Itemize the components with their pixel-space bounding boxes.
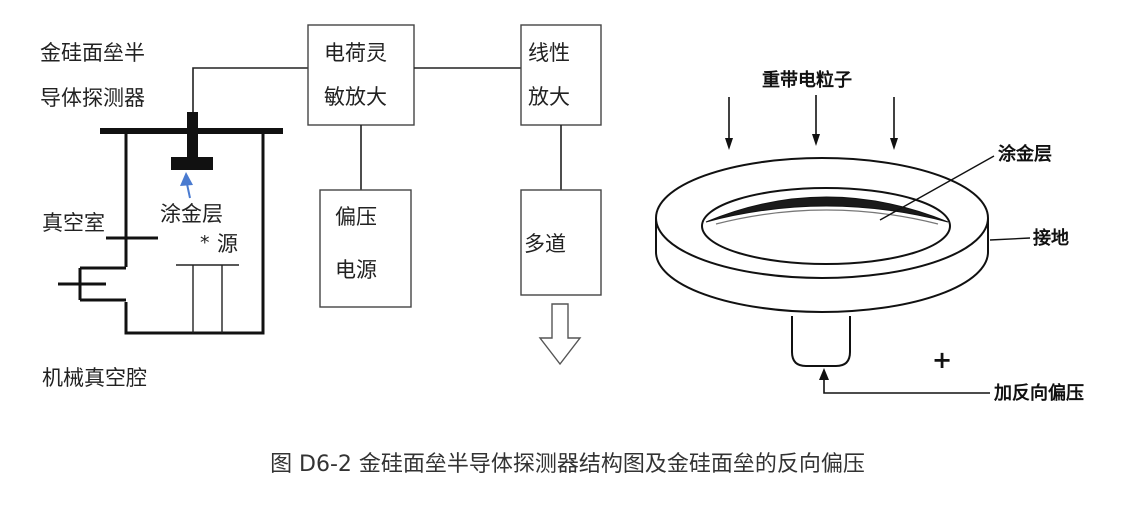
gold-coating-band xyxy=(705,196,949,223)
particles-label: 重带电粒子 xyxy=(762,69,852,91)
multichannel-label: 多道 xyxy=(524,232,566,256)
bias-supply-line1: 偏压 xyxy=(335,205,377,229)
detector-stem xyxy=(187,112,198,164)
charge-amplifier-line2: 敏放大 xyxy=(324,85,387,109)
particle-arrow-2-icon xyxy=(812,95,820,146)
vacuum-chamber-label: 真空室 xyxy=(42,211,105,235)
charge-amplifier-box xyxy=(307,24,415,126)
multichannel-analyzer-box xyxy=(520,189,602,296)
particle-arrow-3-icon xyxy=(890,97,898,150)
output-down-arrow-icon xyxy=(538,303,582,366)
coating-label-left: 涂金层 xyxy=(160,202,223,226)
source-label: 源 xyxy=(217,232,238,256)
particle-arrow-1-icon xyxy=(725,97,733,150)
linear-amplifier-box xyxy=(520,24,602,126)
reverse-bias-arrow-icon xyxy=(819,368,829,380)
detector-label-line2: 导体探测器 xyxy=(40,86,145,110)
detector-label-line1: 金硅面垒半 xyxy=(40,41,145,65)
detector-head xyxy=(171,157,213,170)
figure-caption: 图 D6-2 金硅面垒半导体探测器结构图及金硅面垒的反向偏压 xyxy=(270,452,865,477)
reverse-bias-wire xyxy=(823,378,990,394)
mechanical-chamber-label: 机械真空腔 xyxy=(42,366,147,390)
coating-label-right: 涂金层 xyxy=(998,143,1052,165)
gold-coating-stripe xyxy=(715,209,939,225)
coating-pointer-line xyxy=(879,155,995,221)
bias-supply-line2: 电源 xyxy=(335,258,377,282)
coating-pointer-shaft xyxy=(186,183,191,199)
source-mark: * xyxy=(200,232,210,254)
ground-label: 接地 xyxy=(1033,227,1069,249)
reverse-bias-label: 加反向偏压 xyxy=(993,382,1084,404)
bias-connector xyxy=(791,316,851,367)
detector-to-amp-wire xyxy=(192,67,308,118)
ground-pointer-line xyxy=(989,237,1031,241)
chamber-walls-lower xyxy=(124,134,265,335)
ring-detector-diagram: 重带电粒子 涂金层 接地 + xyxy=(655,69,1084,404)
linear-amplifier-line1: 线性 xyxy=(528,41,570,65)
bias-supply-box xyxy=(319,189,412,308)
linear-amplifier-line2: 放大 xyxy=(528,85,570,109)
source-stand xyxy=(176,264,239,333)
coating-pointer-arrow-icon xyxy=(180,172,193,186)
detector-setup-diagram: 金硅面垒半 导体探测器 真空室 涂金层 * 源 xyxy=(40,24,602,390)
charge-amplifier-line1: 电荷灵 xyxy=(324,41,387,65)
plus-sign: + xyxy=(932,346,952,374)
vacuum-port xyxy=(58,266,126,302)
